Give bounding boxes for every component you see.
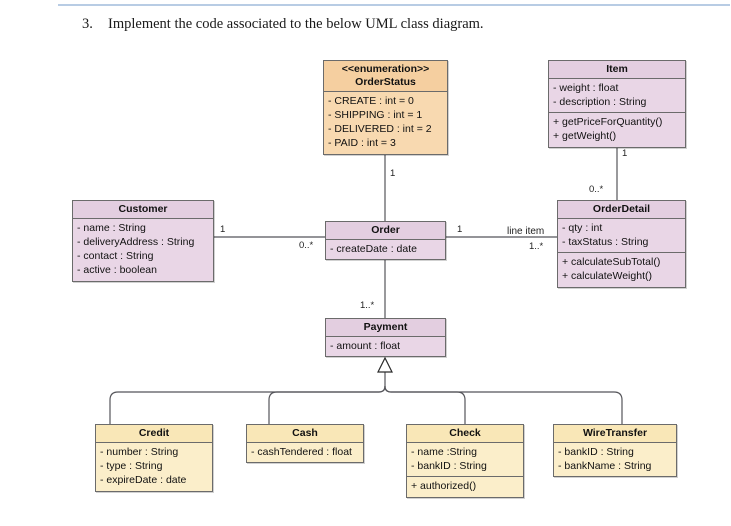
attributes-compartment: - bankID : String - bankName : String <box>554 443 676 476</box>
edge-generalization-wiretransfer <box>384 385 623 424</box>
operations-compartment: + calculateSubTotal() + calculateWeight(… <box>558 252 685 286</box>
class-box-credit[interactable]: Credit - number : String - type : String… <box>95 424 213 492</box>
operation-row: + calculateSubTotal() <box>562 255 661 268</box>
attributes-compartment: - createDate : date <box>326 240 445 259</box>
generalization-triangle <box>377 356 393 373</box>
class-name: Payment <box>363 321 408 333</box>
multiplicity-customer-end: 1 <box>220 224 226 235</box>
class-box-wiretransfer[interactable]: WireTransfer - bankID : String - bankNam… <box>553 424 677 478</box>
operations-compartment: + authorized() <box>407 476 523 496</box>
class-box-check[interactable]: Check - name :String - bankID : String +… <box>406 424 524 498</box>
page-top-rule <box>58 4 730 6</box>
class-name: Check <box>449 427 481 439</box>
attribute-row: - DELIVERED : int = 2 <box>328 123 432 135</box>
class-name: OrderDetail <box>592 203 651 215</box>
attribute-row: - bankID : String <box>411 459 487 472</box>
attribute-row: - number : String <box>100 445 179 458</box>
class-header-payment: Payment <box>326 319 445 338</box>
attribute-row: - type : String <box>100 459 163 472</box>
class-box-customer[interactable]: Customer - name : String - deliveryAddre… <box>72 200 214 282</box>
attributes-compartment: - qty : int - taxStatus : String <box>558 219 685 252</box>
attributes-compartment: - name :String - bankID : String <box>407 443 523 476</box>
class-name: Order <box>371 224 400 236</box>
attribute-row: - expireDate : date <box>100 473 187 486</box>
multiplicity-payment-end: 1..* <box>360 300 375 311</box>
class-name: Cash <box>292 427 318 439</box>
class-box-orderstatus[interactable]: <<enumeration>> OrderStatus - CREATE : i… <box>323 60 448 155</box>
attribute-row: - amount : float <box>330 339 401 352</box>
operation-row: + getWeight() <box>553 130 617 142</box>
class-stereotype: <<enumeration>> <box>341 63 430 75</box>
attribute-row: - qty : int <box>562 221 603 234</box>
class-header-cash: Cash <box>247 425 363 444</box>
question-number: 3. <box>82 16 93 32</box>
multiplicity-orderdetail-item-side: 0..* <box>589 184 604 195</box>
operation-row: + calculateWeight() <box>562 270 652 282</box>
class-name: Item <box>606 63 628 75</box>
attribute-row: - taxStatus : String <box>562 235 649 248</box>
multiplicity-orderdetail-order-side: 1..* <box>529 241 544 252</box>
attribute-row: - PAID : int = 3 <box>328 137 396 150</box>
class-header-check: Check <box>407 425 523 444</box>
role-label-line-item: line item <box>507 226 545 237</box>
attributes-compartment: - cashTendered : float <box>247 443 363 462</box>
attributes-compartment: - name : String - deliveryAddress : Stri… <box>73 219 213 281</box>
attributes-compartment: - CREATE : int = 0 - SHIPPING : int = 1 … <box>324 92 447 154</box>
class-name: Credit <box>138 427 170 439</box>
multiplicity-order-customer-side: 0..* <box>299 240 314 251</box>
attributes-compartment: - amount : float <box>326 337 445 356</box>
attribute-row: - cashTendered : float <box>251 445 352 458</box>
multiplicity-item-end: 1 <box>622 148 628 159</box>
attribute-row: - contact : String <box>77 249 154 262</box>
class-name: Customer <box>118 203 168 215</box>
attribute-row: - active : boolean <box>77 264 157 276</box>
attribute-row: - description : String <box>553 95 647 108</box>
question-body: Implement the code associated to the bel… <box>108 16 484 32</box>
class-box-order[interactable]: Order - createDate : date <box>325 221 446 261</box>
class-box-payment[interactable]: Payment - amount : float <box>325 318 446 358</box>
attribute-row: - name : String <box>77 221 146 234</box>
attribute-row: - name :String <box>411 445 477 458</box>
attribute-row: - weight : float <box>553 81 619 94</box>
multiplicity-order-detail-side: 1 <box>457 224 463 235</box>
class-header-orderdetail: OrderDetail <box>558 201 685 220</box>
attribute-row: - CREATE : int = 0 <box>328 94 414 107</box>
operations-compartment: + getPriceForQuantity() + getWeight() <box>549 112 685 146</box>
multiplicity-orderstatus-order: 1 <box>390 168 396 179</box>
class-header-orderstatus: <<enumeration>> OrderStatus <box>324 61 447 93</box>
attribute-row: - SHIPPING : int = 1 <box>328 108 423 121</box>
attributes-compartment: - weight : float - description : String <box>549 79 685 112</box>
attributes-compartment: - number : String - type : String - expi… <box>96 443 212 490</box>
class-box-orderdetail[interactable]: OrderDetail - qty : int - taxStatus : St… <box>557 200 686 288</box>
class-header-credit: Credit <box>96 425 212 444</box>
question-text: 3. Implement the code associated to the b… <box>82 16 682 33</box>
operation-row: + authorized() <box>411 479 477 492</box>
class-name: WireTransfer <box>582 427 648 439</box>
class-box-cash[interactable]: Cash - cashTendered : float <box>246 424 364 464</box>
operation-row: + getPriceForQuantity() <box>553 115 663 128</box>
class-name: OrderStatus <box>355 76 416 89</box>
attribute-row: - deliveryAddress : String <box>77 235 195 248</box>
edge-generalization-cash <box>268 385 386 424</box>
class-header-wiretransfer: WireTransfer <box>554 425 676 444</box>
class-header-order: Order <box>326 222 445 241</box>
attribute-row: - bankName : String <box>558 459 652 472</box>
class-box-item[interactable]: Item - weight : float - description : St… <box>548 60 686 148</box>
class-header-item: Item <box>549 61 685 80</box>
attribute-row: - createDate : date <box>330 242 417 255</box>
attribute-row: - bankID : String <box>558 445 634 458</box>
class-header-customer: Customer <box>73 201 213 220</box>
